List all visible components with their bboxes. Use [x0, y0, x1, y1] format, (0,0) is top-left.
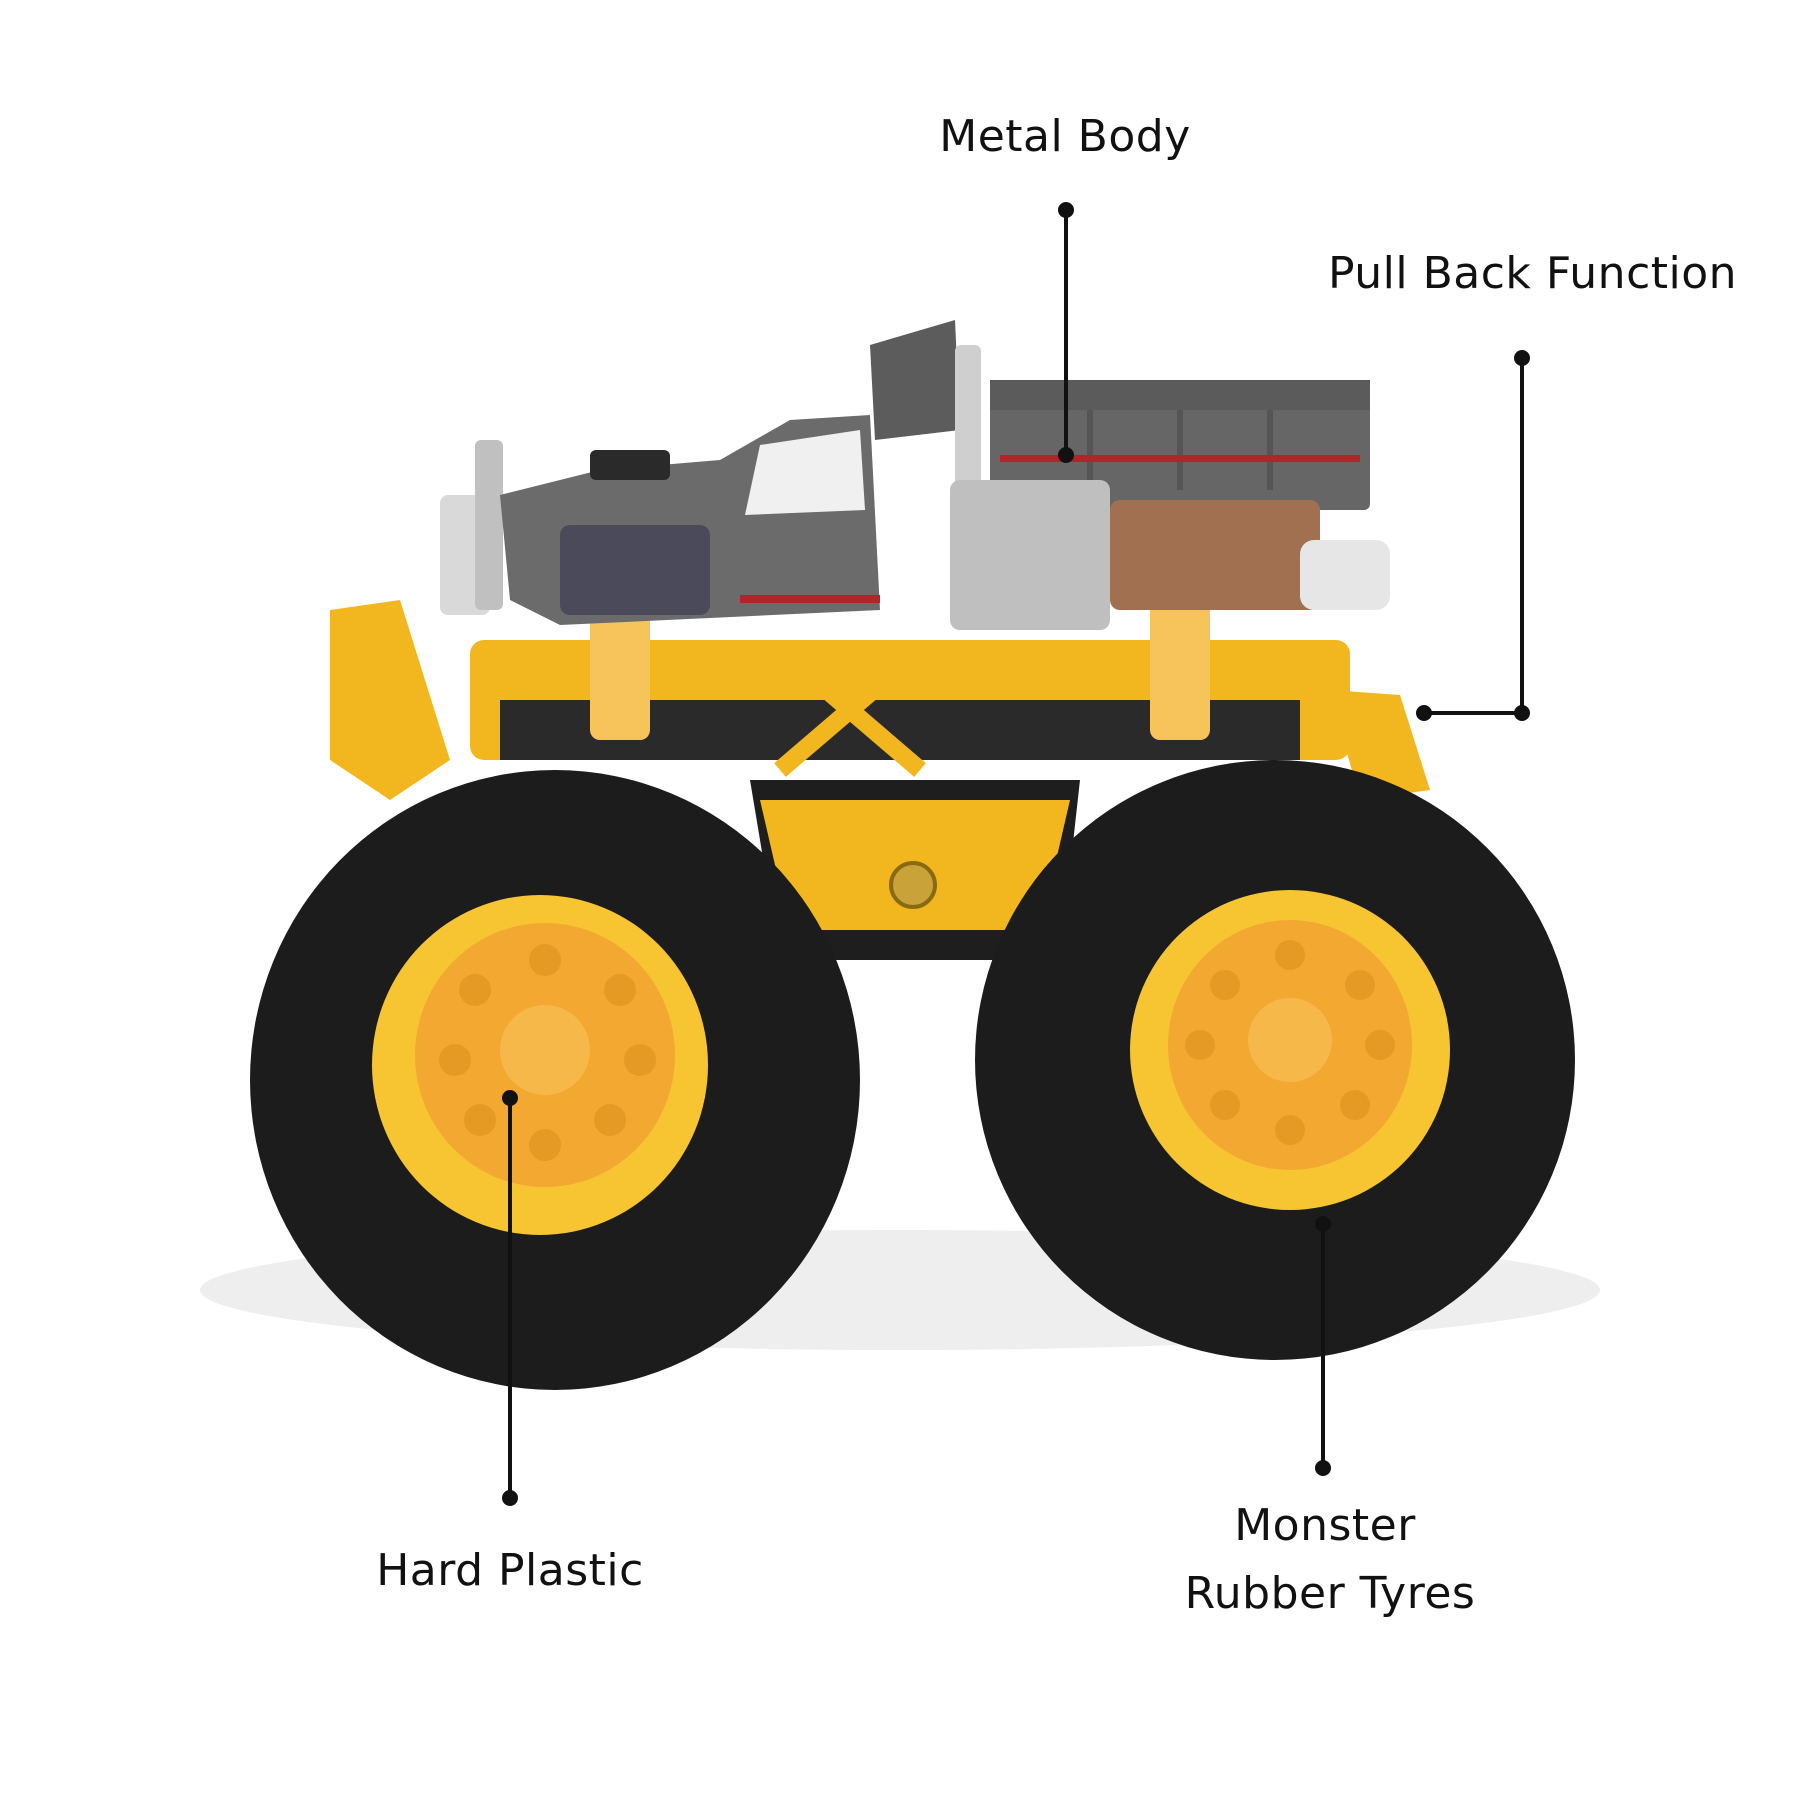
callout-tyres-label-line2: Rubber Tyres	[1184, 1568, 1476, 1619]
callout-tyres-label-line1: Monster	[1234, 1500, 1416, 1551]
callout-metal-body-leader	[1064, 210, 1068, 455]
callout-tyres-dot-bottom	[1315, 1460, 1331, 1476]
callout-metal-body-label: Metal Body	[939, 111, 1191, 162]
front-wheel	[250, 770, 860, 1390]
callout-pull-back-label: Pull Back Function	[1328, 248, 1738, 299]
callout-pull-back-dot-target	[1416, 705, 1432, 721]
callout-hard-plastic-dot-bottom	[502, 1490, 518, 1506]
callout-hard-plastic-leader	[508, 1098, 512, 1498]
chassis	[330, 590, 1430, 960]
callout-pull-back-leader-vertical	[1520, 358, 1524, 713]
callout-pull-back-leader-horizontal	[1424, 711, 1522, 715]
callout-metal-body-dot-target	[1058, 447, 1074, 463]
callout-hard-plastic-label: Hard Plastic	[376, 1545, 644, 1596]
metal-body	[440, 320, 1390, 630]
callout-pull-back-dot-corner	[1514, 705, 1530, 721]
callout-tyres-leader	[1321, 1224, 1325, 1468]
rear-wheel	[975, 760, 1575, 1360]
